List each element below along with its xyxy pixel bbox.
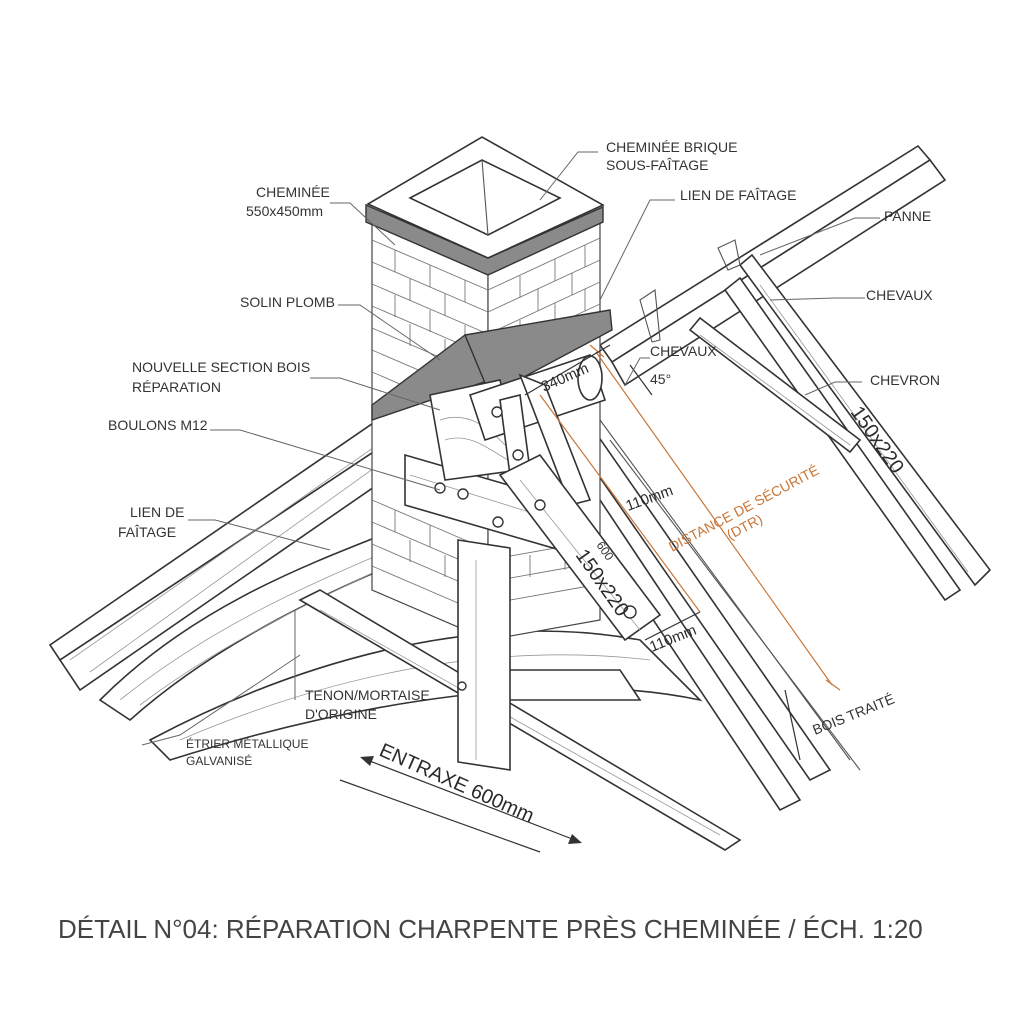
steel-strap-diag [518,373,592,506]
label-nouvelle-section: NOUVELLE SECTION BOIS [132,359,310,375]
label-chevron: CHEVRON [870,372,940,388]
label-panne: PANNE [884,208,931,224]
label-angle: 45° [650,371,671,387]
label-tenon: TENON/MORTAISE [305,687,430,703]
orange-dim-110 [539,394,701,613]
bolt [534,499,546,511]
label-boulons: BOULONS M12 [108,417,208,433]
arrow-head [568,834,582,844]
repair-assembly [404,353,662,771]
lead-flashing [371,309,613,421]
label-galvanise: GALVANISÉ [186,753,252,768]
bolt [623,605,637,619]
panne-clips [639,239,741,343]
bolt [491,406,503,418]
king-post [457,539,511,771]
arrow-head [360,756,374,766]
label-origine: D'ORIGINE [305,706,377,722]
chevron-rafter [738,253,992,587]
label-cheminee: CHEMINÉE [256,184,330,200]
label-cheminee-brique: CHEMINÉE BRIQUE [606,139,737,155]
bolt [434,482,446,494]
label-sous-faitage: SOUS-FAÎTAGE [606,157,708,173]
label-lien-faitage-left-2: FAÎTAGE [118,524,176,540]
label-chevaux-right: CHEVAUX [866,287,933,303]
dimension-lines [339,344,841,853]
label-solin-plomb: SOLIN PLOMB [240,294,335,310]
bolt [512,449,524,461]
safety-distance-text: DISTANCE DE SÉCURITÉ [666,462,822,555]
repair-log-end [577,355,603,401]
label-etrier: ÉTRIER MÉTALLIQUE [186,736,308,751]
label-reparation: RÉPARATION [132,379,221,395]
entraxe-text: ENTRAXE 600mm [376,739,537,827]
flashing-right [464,309,613,396]
bolt [492,516,504,528]
label-chevaux-mid: CHEVAUX [650,343,717,359]
drawing-title: DÉTAIL N°04: RÉPARATION CHARPENTE PRÈS C… [58,914,923,944]
brace-right [688,316,862,454]
bolt [457,681,467,691]
right-roof-structure [538,144,992,812]
bolt [457,488,469,500]
label-cheminee-size: 550x450mm [246,203,323,219]
label-bois-traite: BOIS TRAITÉ [810,690,897,737]
label-lien-faitage-left-1: LIEN DE [130,504,184,520]
safety-distance-line [595,351,833,686]
entraxe-arrow [361,757,581,843]
lower-right-rafter [298,589,742,851]
dim-340 [524,344,611,396]
leader-lines [141,151,880,746]
label-lien-faitage-top: LIEN DE FAÎTAGE [680,187,796,203]
lower-sweep-beam [148,630,703,761]
